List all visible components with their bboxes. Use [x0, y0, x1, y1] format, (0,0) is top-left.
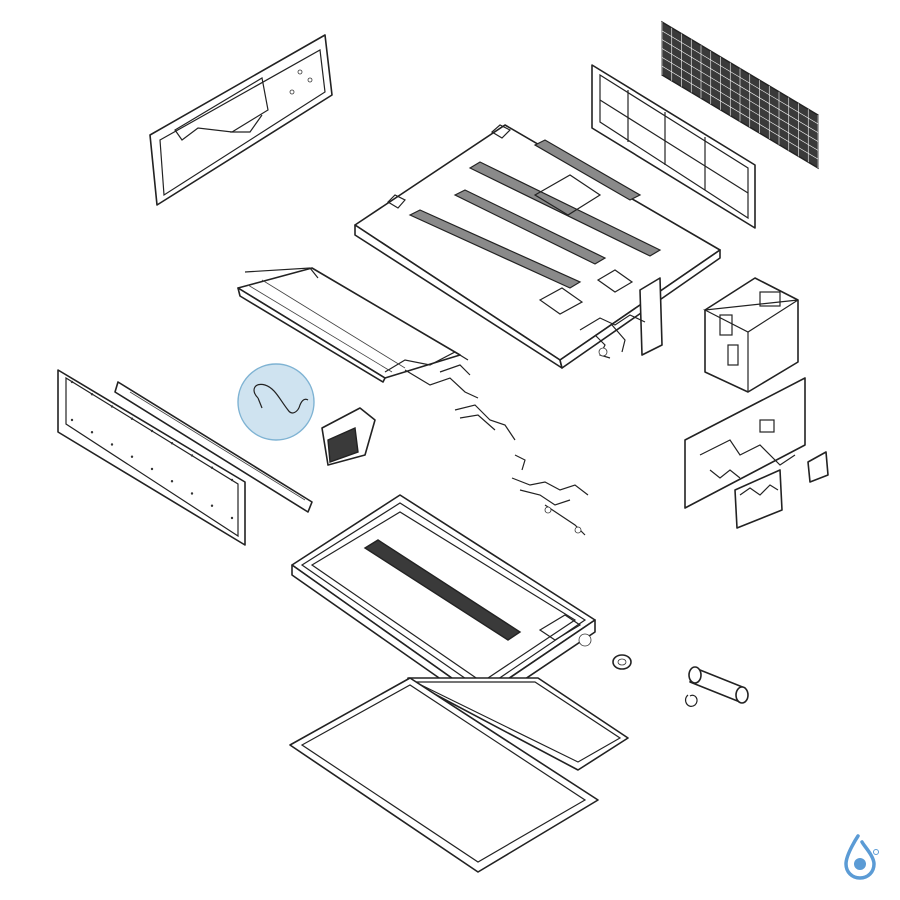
grille-bar — [661, 39, 819, 133]
screw-hole — [190, 454, 194, 457]
top-cover-panel — [354, 124, 721, 369]
screw-hole — [170, 442, 174, 445]
control-box — [702, 277, 799, 393]
thin-strip — [114, 381, 313, 513]
side-panel-left — [149, 34, 333, 206]
grille-bar — [661, 57, 819, 151]
highlighted-part — [237, 363, 315, 441]
grille-bar — [661, 65, 819, 160]
pipe-assembly — [579, 277, 663, 359]
front-cover-plate — [289, 677, 599, 873]
screw-hole — [90, 431, 94, 434]
air-grille — [661, 20, 819, 170]
side-panel-right — [684, 377, 829, 529]
drain-fittings — [612, 654, 749, 707]
filter-frame — [591, 64, 756, 229]
screw-hole — [230, 516, 234, 520]
screw-hole — [210, 466, 214, 469]
grille-bar — [661, 30, 819, 125]
screw-hole — [70, 418, 74, 422]
screw-hole — [110, 443, 114, 446]
front-panel-long — [57, 369, 246, 546]
screw-hole — [70, 380, 74, 384]
grille-bar — [661, 48, 819, 142]
bracket-piece — [321, 407, 376, 466]
brand-droplet-icon — [844, 834, 879, 880]
screw-hole — [150, 429, 154, 433]
screw-hole — [230, 478, 234, 482]
wiring-harness — [454, 404, 589, 536]
screw-hole — [90, 393, 94, 396]
screw-hole — [130, 417, 134, 420]
drain-pan — [291, 494, 596, 709]
screw-hole — [210, 504, 214, 507]
screw-hole — [190, 492, 194, 495]
screw-hole — [170, 480, 174, 483]
screw-hole — [130, 455, 134, 458]
screw-hole — [150, 467, 154, 471]
screw-hole — [110, 405, 114, 408]
heat-exchanger — [237, 267, 479, 399]
